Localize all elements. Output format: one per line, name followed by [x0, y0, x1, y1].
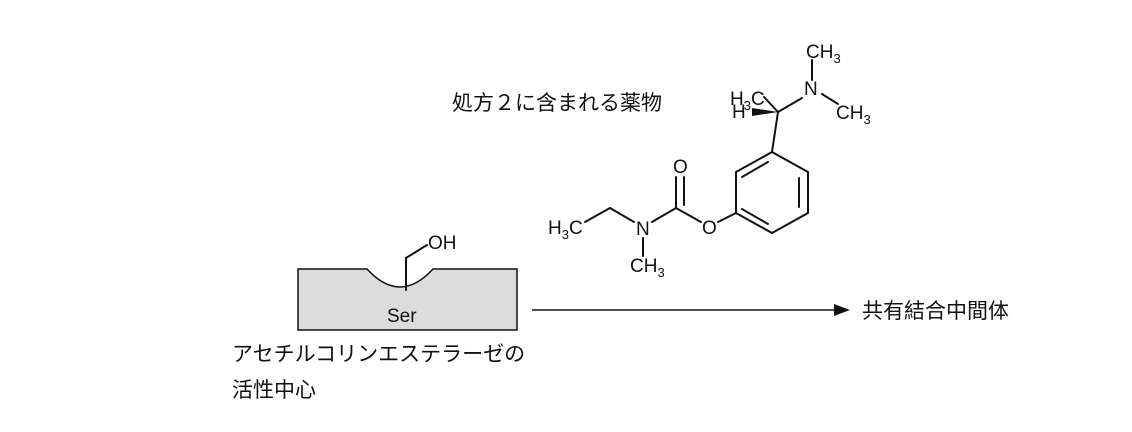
bond-carbonyl-n	[651, 207, 677, 223]
aromatic-bond	[741, 208, 769, 225]
benzene-ring	[735, 151, 809, 234]
n-methyl: CH3	[630, 256, 665, 280]
bond-ring-o	[717, 212, 737, 223]
serine-ch2-bond	[405, 244, 428, 259]
amine-nitrogen: N	[804, 79, 818, 100]
product-label: 共有結合中間体	[862, 299, 1009, 323]
wedge-bond	[752, 108, 778, 116]
carbonyl-oxygen: O	[673, 157, 688, 178]
aromatic-bond	[741, 161, 769, 178]
ester-oxygen: O	[702, 218, 717, 239]
active-site-block	[297, 268, 518, 331]
amine-methyl-top: CH3	[806, 42, 841, 66]
bond-chiral-n	[777, 97, 803, 113]
chiral-methyl: H3C	[730, 89, 765, 113]
bond-chiral-methyl	[763, 96, 779, 113]
chiral-hydrogen: H	[732, 102, 746, 123]
arrow-head	[834, 304, 850, 316]
active-site-label-line2: 活性中心	[232, 378, 316, 402]
bond-n-methyl-right	[821, 93, 839, 105]
serine-residue: Ser	[387, 306, 417, 327]
reaction-arrow	[532, 304, 850, 316]
active-site-label-line1: アセチルコリンエステラーゼの	[232, 342, 525, 366]
ethyl-methyl: H3C	[548, 218, 583, 242]
drug-label: 処方２に含まれる薬物	[452, 91, 662, 115]
bond-o-carbonyl	[675, 207, 702, 223]
bond-ring-chiral	[771, 111, 779, 153]
active-site: OH Ser	[297, 233, 518, 331]
drug-structure: CH3 N CH3 H3C H O O N H3C CH3	[548, 42, 871, 280]
amine-methyl-right: CH3	[836, 103, 871, 127]
bond-n-ethyl	[609, 207, 635, 223]
carbamate-nitrogen: N	[636, 219, 650, 240]
bond-ethyl-methyl	[584, 207, 611, 223]
hydroxyl-group: OH	[428, 233, 457, 254]
